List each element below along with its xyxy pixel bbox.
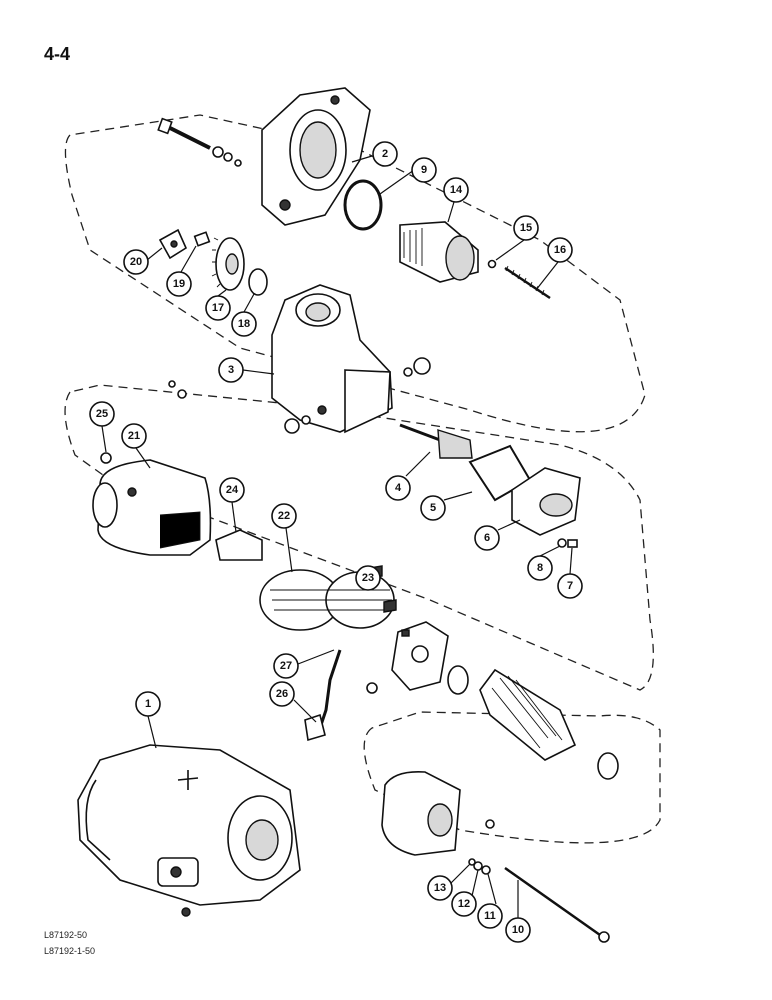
svg-text:18: 18	[238, 318, 250, 330]
through-bolt-head	[598, 931, 610, 943]
callout-23: 23	[355, 565, 381, 591]
brush-holder-plate	[391, 621, 449, 691]
callout-15: 15	[513, 215, 539, 241]
callout-8: 8	[527, 555, 553, 581]
leader-lines	[101, 155, 573, 918]
callout-13: 13	[427, 875, 453, 901]
svg-text:13: 13	[434, 882, 446, 894]
callout-18: 18	[231, 311, 257, 337]
svg-text:16: 16	[554, 244, 566, 256]
svg-text:25: 25	[96, 408, 108, 420]
return-spring	[504, 265, 551, 300]
callout-10: 10	[505, 917, 531, 943]
callout-22: 22	[271, 503, 297, 529]
callout-11: 11	[477, 903, 503, 929]
commutator-end-frame	[381, 770, 461, 856]
svg-text:1: 1	[145, 698, 151, 710]
upper-group-outline	[64, 114, 646, 433]
svg-text:15: 15	[520, 222, 532, 234]
svg-text:2: 2	[382, 148, 388, 160]
callout-27: 27	[273, 653, 299, 679]
through-bolt-bottom	[504, 866, 601, 937]
field-lead-wire	[318, 649, 342, 729]
callout-7: 7	[557, 573, 583, 599]
solenoid-plunger	[399, 423, 473, 459]
svg-text:17: 17	[212, 302, 224, 314]
bearing-retainer	[158, 228, 188, 260]
solenoid-cover	[511, 467, 581, 536]
callout-25: 25	[89, 401, 115, 427]
callout-2: 2	[372, 141, 398, 167]
callout-21: 21	[121, 423, 147, 449]
cover-screw-washer	[557, 538, 578, 548]
svg-text:11: 11	[484, 910, 496, 922]
thrust-washer	[248, 268, 268, 296]
svg-text:24: 24	[226, 484, 239, 496]
drive-housing	[261, 87, 371, 226]
svg-text:22: 22	[278, 510, 290, 522]
callout-19: 19	[166, 271, 192, 297]
svg-text:26: 26	[276, 688, 288, 700]
callout-5: 5	[420, 495, 446, 521]
callout-17: 17	[205, 295, 231, 321]
figure-id-primary: L87192-50	[44, 930, 88, 940]
idler-shaft	[193, 231, 211, 247]
svg-text:7: 7	[567, 580, 573, 592]
housing-nuts	[168, 357, 431, 434]
svg-text:9: 9	[421, 164, 427, 176]
middle-group-outline	[64, 384, 654, 691]
callout-24: 24	[219, 477, 245, 503]
svg-text:12: 12	[458, 898, 470, 910]
drive-pinion-clutch	[399, 221, 479, 283]
svg-text:8: 8	[537, 562, 543, 574]
armature	[447, 665, 619, 780]
brush-spring	[366, 682, 378, 694]
lower-group-outline	[363, 711, 661, 844]
assembled-starter-motor	[77, 744, 301, 917]
idler-gear	[211, 237, 245, 291]
callout-4: 4	[385, 475, 411, 501]
svg-text:4: 4	[395, 482, 402, 494]
terminal-stud	[304, 713, 326, 742]
callout-9: 9	[411, 157, 437, 183]
callout-26: 26	[269, 681, 295, 707]
field-frame	[92, 459, 212, 556]
o-ring	[343, 179, 383, 231]
callout-6: 6	[474, 525, 500, 551]
callout-20: 20	[123, 249, 149, 275]
callout-3: 3	[218, 357, 244, 383]
svg-text:27: 27	[280, 660, 292, 672]
page-number: 4-4	[44, 44, 71, 64]
steel-ball	[487, 259, 497, 269]
svg-text:6: 6	[484, 532, 490, 544]
end-frame-hardware	[468, 819, 495, 875]
through-bolt-top	[157, 117, 242, 167]
callout-1: 1	[135, 691, 161, 717]
svg-text:20: 20	[130, 256, 142, 268]
svg-text:5: 5	[430, 502, 436, 514]
svg-text:23: 23	[362, 572, 374, 584]
svg-text:19: 19	[173, 278, 185, 290]
svg-text:10: 10	[512, 924, 524, 936]
callout-14: 14	[443, 177, 469, 203]
callout-16: 16	[547, 237, 573, 263]
svg-text:14: 14	[450, 184, 463, 196]
gear-housing	[271, 284, 393, 434]
callout-12: 12	[451, 891, 477, 917]
frame-screw	[100, 452, 112, 464]
svg-text:3: 3	[228, 364, 234, 376]
figure-id-secondary: L87192-1-50	[44, 946, 96, 956]
svg-text:21: 21	[128, 430, 140, 442]
